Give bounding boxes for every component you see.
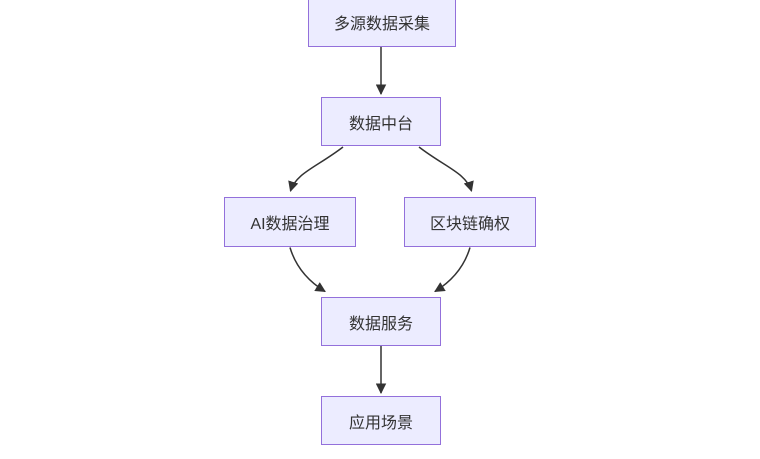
edge-blockchain-to-service bbox=[434, 247, 471, 293]
node-label: AI数据治理 bbox=[250, 216, 330, 233]
node-application-scenario: 应用场景 bbox=[321, 396, 441, 445]
node-data-service: 数据服务 bbox=[321, 297, 441, 346]
node-label: 区块链确权 bbox=[429, 216, 510, 233]
edge-platform-to-blockchain bbox=[418, 146, 474, 193]
node-label: 数据服务 bbox=[348, 315, 413, 333]
node-label: 多源数据采集 bbox=[333, 16, 430, 33]
node-multi-source-data-collection: 多源数据采集 bbox=[308, 0, 456, 47]
edge-ai-governance-to-service bbox=[289, 247, 326, 293]
edge-platform-to-ai-governance bbox=[288, 146, 344, 193]
node-label: 数据中台 bbox=[348, 115, 413, 133]
node-label: 应用场景 bbox=[348, 414, 413, 432]
node-data-middle-platform: 数据中台 bbox=[321, 97, 441, 146]
node-blockchain-rights-confirmation: 区块链确权 bbox=[404, 197, 536, 247]
node-ai-data-governance: AI数据治理 bbox=[224, 197, 356, 247]
